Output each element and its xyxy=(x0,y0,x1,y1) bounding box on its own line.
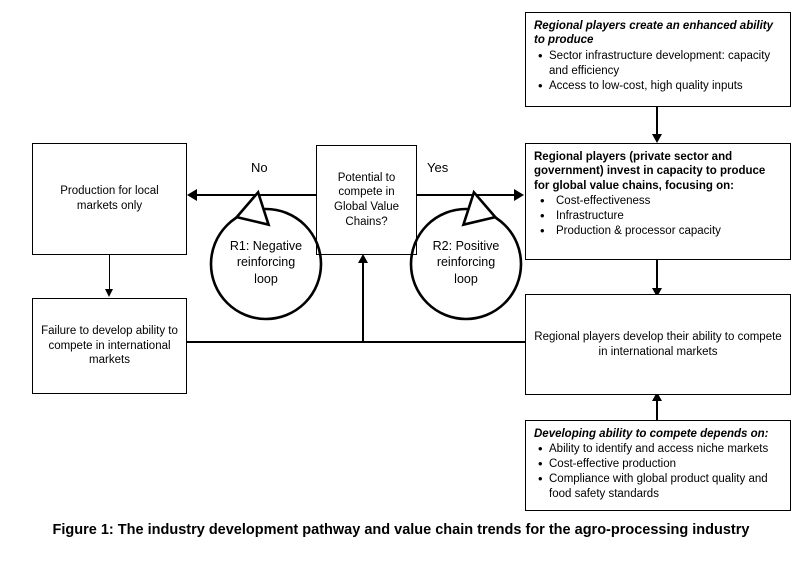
arrowhead-up-icon xyxy=(358,254,368,263)
edge-label-yes: Yes xyxy=(424,160,452,175)
arrowhead-down-icon xyxy=(652,288,662,297)
loop-r2-positive: R2: Positive reinforcing loop xyxy=(407,189,525,323)
list-item: Ability to identify and access niche mar… xyxy=(538,441,782,458)
box-develop-ability-text: Regional players develop their ability t… xyxy=(534,330,782,358)
box-failure-to-develop: Failure to develop ability to compete in… xyxy=(32,298,187,394)
loop-r1-arrowhead-icon xyxy=(234,189,271,227)
connector-local-to-failure xyxy=(109,255,110,291)
box-enhanced-ability: Regional players create an enhanced abil… xyxy=(525,12,791,107)
box-failure-text: Failure to develop ability to compete in… xyxy=(41,324,178,367)
box-local-markets: Production for local markets only xyxy=(32,143,187,255)
loop-r2-circle xyxy=(409,207,523,321)
box-develop-ability: Regional players develop their ability t… xyxy=(525,294,791,395)
edge-label-no: No xyxy=(248,160,271,175)
box-invest-capacity-bullets: Cost-effectiveness Infrastructure Produc… xyxy=(534,193,782,240)
list-item: Access to low-cost, high quality inputs xyxy=(538,78,782,95)
list-item: Production & processor capacity xyxy=(540,223,782,240)
feedback-rail-left xyxy=(187,341,363,343)
box-depends-on-bullets: Ability to identify and access niche mar… xyxy=(534,441,782,502)
connector-depends-to-develop xyxy=(656,398,658,420)
box-enhanced-ability-header: Regional players create an enhanced abil… xyxy=(534,20,774,47)
loop-r2-arrowhead-icon xyxy=(461,189,498,227)
loop-r1-negative: R1: Negative reinforcing loop xyxy=(207,189,325,323)
feedback-rail-right xyxy=(362,341,526,343)
list-item: Cost-effectiveness xyxy=(540,193,782,210)
connector-invest-to-develop xyxy=(656,260,658,292)
arrowhead-left-icon xyxy=(187,189,197,201)
box-local-markets-text: Production for local markets only xyxy=(60,185,159,212)
arrowhead-down-icon xyxy=(105,289,113,297)
figure-caption: Figure 1: The industry development pathw… xyxy=(52,522,750,538)
box-decision-text: Potential to compete in Global Value Cha… xyxy=(334,171,399,228)
arrowhead-right-icon xyxy=(514,189,524,201)
box-decision-global-value-chains: Potential to compete in Global Value Cha… xyxy=(316,145,417,255)
box-depends-on-header: Developing ability to compete depends on… xyxy=(534,428,769,440)
box-invest-capacity-header: Regional players (private sector and gov… xyxy=(534,151,766,192)
box-depends-on: Developing ability to compete depends on… xyxy=(525,420,791,511)
box-enhanced-ability-bullets: Sector infrastructure development: capac… xyxy=(534,48,782,95)
box-invest-capacity: Regional players (private sector and gov… xyxy=(525,143,791,260)
connector-enhanced-to-invest xyxy=(656,107,658,136)
arrowhead-up-icon xyxy=(652,392,662,401)
list-item: Infrastructure xyxy=(540,208,782,225)
arrowhead-down-icon xyxy=(652,134,662,143)
loop-r1-circle xyxy=(209,207,323,321)
list-item: Compliance with global product quality a… xyxy=(538,471,782,502)
connector-yes-branch xyxy=(417,194,515,196)
feedback-riser-to-decision xyxy=(362,262,364,342)
list-item: Cost-effective production xyxy=(538,456,782,473)
list-item: Sector infrastructure development: capac… xyxy=(538,48,782,79)
